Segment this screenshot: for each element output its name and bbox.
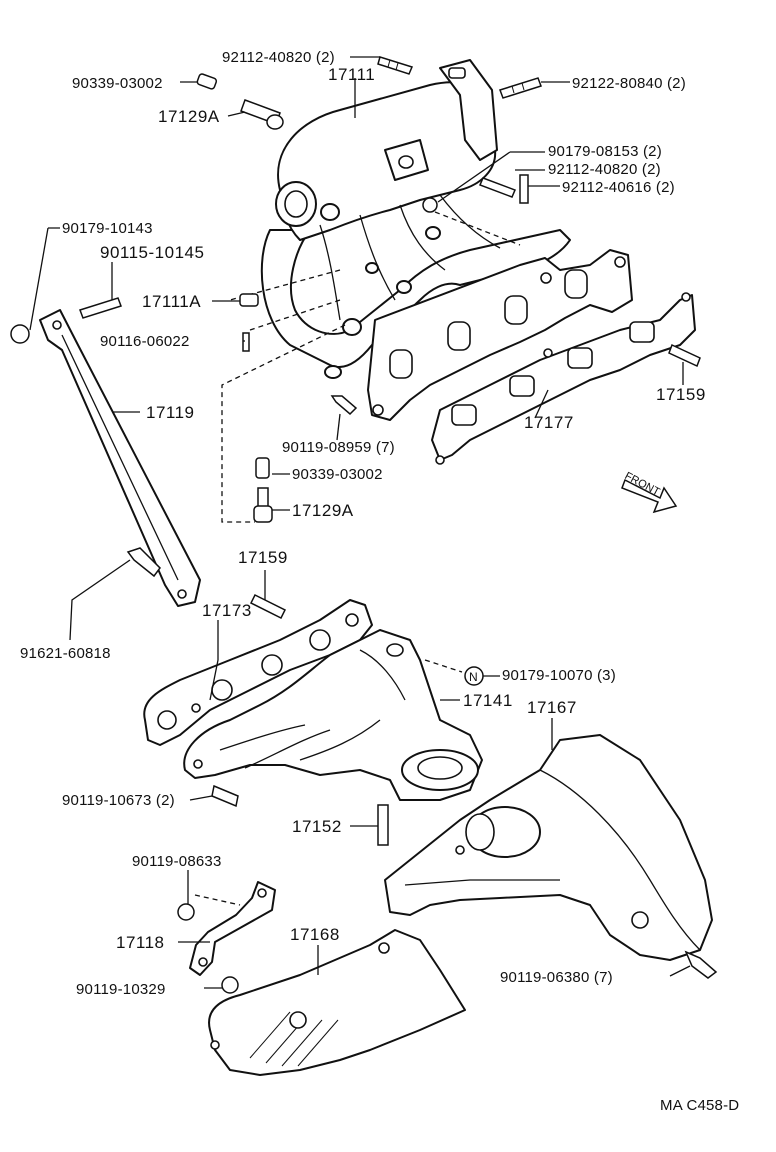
heat-insulator-17168 xyxy=(208,929,466,1076)
label-17129A-top: 17129A xyxy=(158,107,220,126)
fitting-17129A-top xyxy=(240,99,284,130)
label-17129A-mid: 17129A xyxy=(292,501,354,520)
footer-code: MA C458-D xyxy=(660,1097,739,1114)
bolt-90119-10329 xyxy=(221,976,239,994)
label-90115-10145: 90115-10145 xyxy=(100,243,204,262)
leader-lines xyxy=(29,56,691,989)
fitting-17129A-mid xyxy=(253,487,273,523)
stud-92122-80840 xyxy=(499,77,542,99)
label-90119-10329: 90119-10329 xyxy=(76,981,166,998)
label-17173: 17173 xyxy=(202,601,252,620)
label-92122-80840: 92122-80840 (2) xyxy=(572,75,686,92)
nut-90179-08153 xyxy=(422,197,438,213)
stud-92112-40616 xyxy=(519,174,529,204)
label-90119-08959: 90119-08959 (7) xyxy=(282,439,395,456)
nut-90179-10143 xyxy=(10,324,30,344)
label-17159-right: 17159 xyxy=(656,385,706,404)
label-90179-10143: 90179-10143 xyxy=(62,220,153,237)
label-90116-06022: 90116-06022 xyxy=(100,333,190,350)
label-90339-03002-top: 90339-03002 xyxy=(72,75,163,92)
exhaust-gasket-17173 xyxy=(143,599,373,746)
pin-90116-06022 xyxy=(242,332,250,352)
label-17141: 17141 xyxy=(463,691,513,710)
nut-symbol: N xyxy=(469,670,478,684)
label-92112-40820-right: 92112-40820 (2) xyxy=(548,161,661,178)
bracket-17118 xyxy=(189,881,276,976)
manifold-stay-17119 xyxy=(39,309,201,607)
front-arrow-icon: FRONT xyxy=(621,470,678,514)
label-17152: 17152 xyxy=(292,817,342,836)
label-17159-left: 17159 xyxy=(238,548,288,567)
intake-gasket-17177 xyxy=(431,292,696,465)
bolt-90119-06380 xyxy=(684,950,718,979)
stud-17159-left xyxy=(249,593,287,620)
intake-manifold-17111 xyxy=(260,59,633,421)
label-92112-40820-top: 92112-40820 (2) xyxy=(222,49,335,66)
cap-90339-03002-mid xyxy=(255,457,270,479)
label-91621-60818: 91621-60818 xyxy=(20,645,111,662)
plug-17111A xyxy=(239,293,259,307)
label-90179-10070: 90179-10070 (3) xyxy=(502,667,616,684)
label-17119: 17119 xyxy=(146,403,195,422)
heat-insulator-17167 xyxy=(384,734,713,961)
label-90119-06380: 90119-06380 (7) xyxy=(500,969,613,986)
stud-92112-40820-right xyxy=(479,177,516,198)
stud-17159-right xyxy=(668,343,701,368)
bolt-90119-10673 xyxy=(211,784,239,808)
label-90119-10673: 90119-10673 (2) xyxy=(62,792,175,809)
cap-90339-03002-top xyxy=(196,73,218,90)
label-17177: 17177 xyxy=(524,413,574,432)
stud-17152 xyxy=(377,804,389,846)
stud-92112-40820-top xyxy=(377,56,414,75)
nut-90179-10070: N xyxy=(464,666,484,686)
bolt-91621-60818 xyxy=(126,547,161,578)
label-17167: 17167 xyxy=(527,698,577,717)
label-90339-03002-mid: 90339-03002 xyxy=(292,466,383,483)
label-17111A: 17111A xyxy=(142,292,201,311)
label-17111: 17111 xyxy=(328,65,375,84)
label-17118: 17118 xyxy=(116,933,165,952)
label-90179-08153: 90179-08153 (2) xyxy=(548,143,662,160)
stud-90115-10145 xyxy=(79,297,122,319)
part-labels: 92112-40820 (2) 90339-03002 17111 92122-… xyxy=(20,49,739,1114)
bolt-90119-08633 xyxy=(177,903,195,921)
label-92112-40616: 92112-40616 (2) xyxy=(562,179,675,196)
bolt-90119-08959 xyxy=(330,395,358,416)
label-17168: 17168 xyxy=(290,925,340,944)
label-90119-08633: 90119-08633 xyxy=(132,853,222,870)
exhaust-manifold-17141 xyxy=(183,629,483,801)
